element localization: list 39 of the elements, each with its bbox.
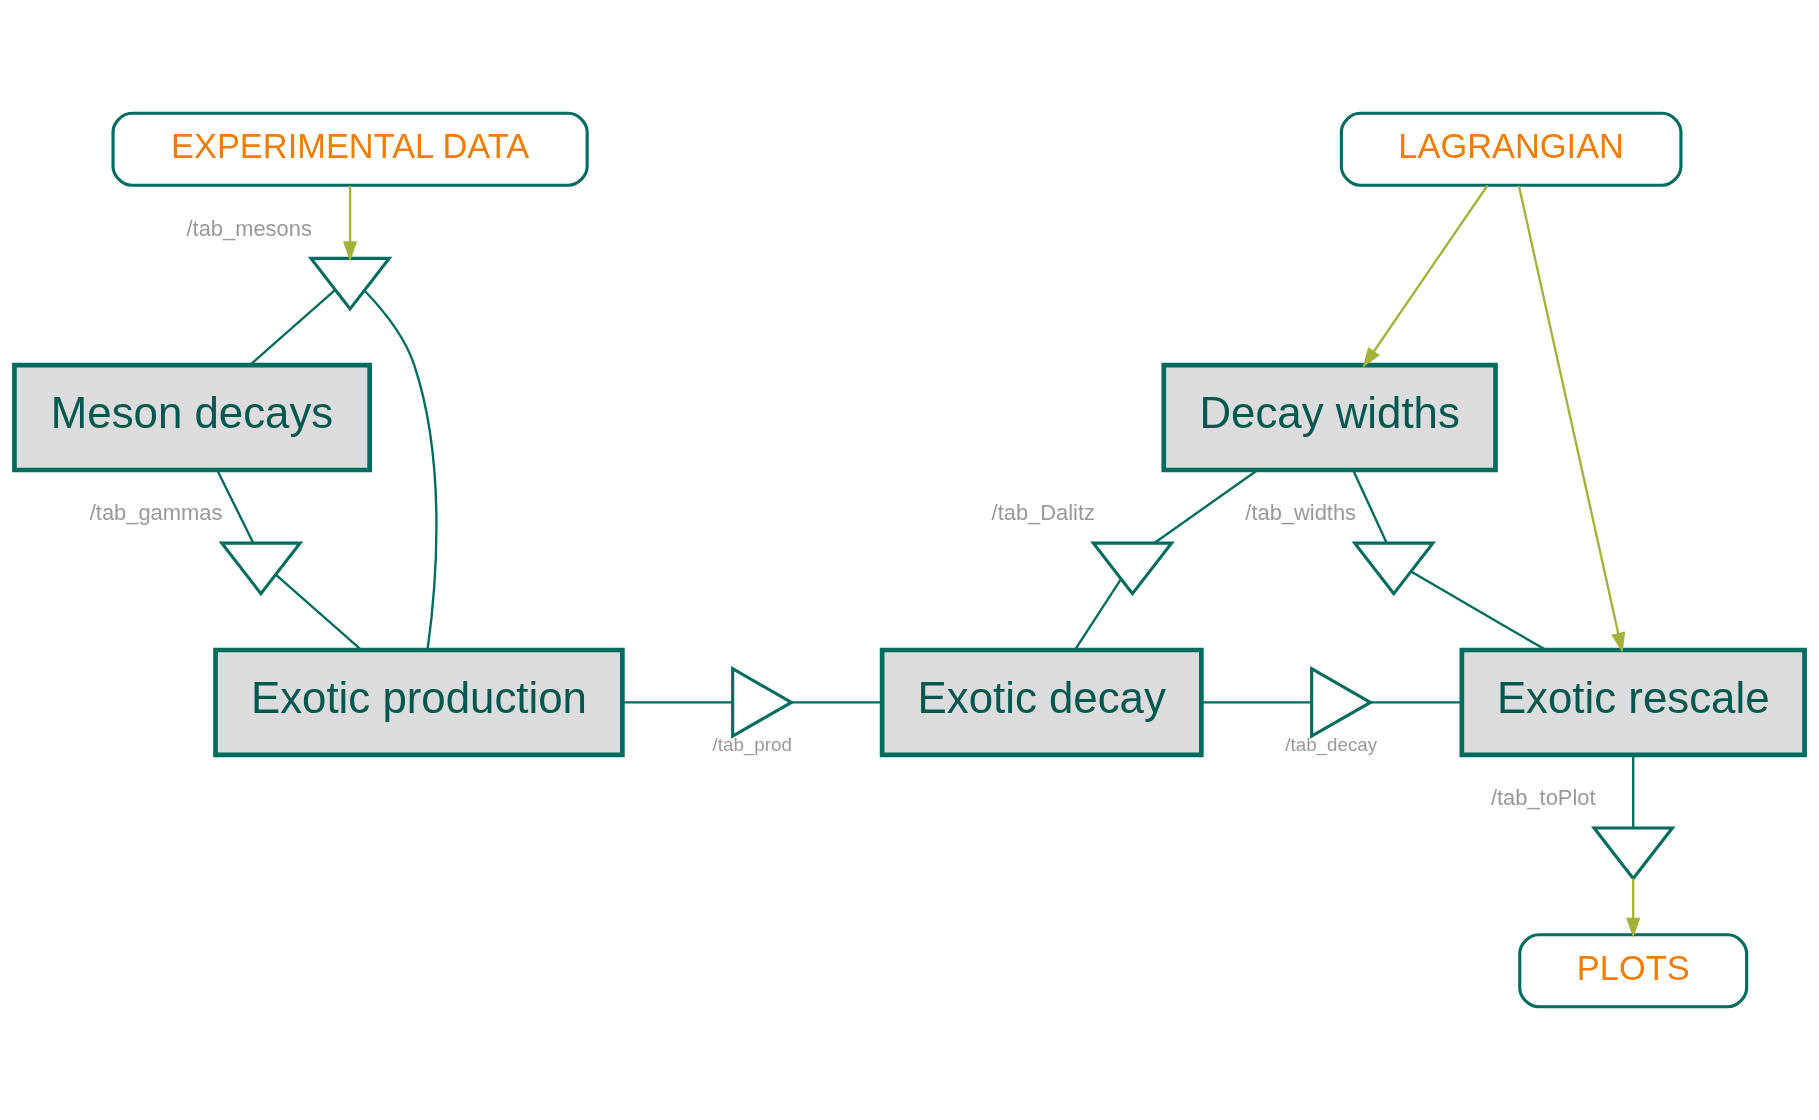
node-box: Meson decays — [12, 362, 372, 473]
connector — [622, 701, 733, 704]
node-triangle — [218, 541, 304, 597]
node-label: /tab_prod — [712, 734, 792, 756]
node-label: /tab_Dalitz — [991, 500, 1096, 526]
connector — [1153, 469, 1259, 544]
node-label: /tab_mesons — [186, 215, 312, 241]
node-triangle — [307, 256, 393, 312]
node-triangle — [1351, 541, 1437, 597]
node-label: /tab_gammas — [89, 500, 223, 526]
node-triangle — [731, 666, 795, 739]
node-box: Exotic decay — [879, 647, 1204, 758]
node-label: /tab_toPlot — [1490, 785, 1596, 811]
node-label: /tab_widths — [1245, 500, 1357, 526]
arrow — [1626, 878, 1641, 939]
connector — [1074, 578, 1122, 651]
connector — [363, 290, 438, 650]
connector — [1632, 755, 1635, 828]
node-triangle — [1090, 541, 1175, 597]
node-box: LAGRANGIAN — [1339, 111, 1683, 187]
connector — [249, 289, 336, 366]
node-box: EXPERIMENTAL DATA — [111, 111, 589, 187]
node-box: Exotic rescale — [1459, 647, 1807, 758]
connector — [1410, 570, 1547, 651]
node-triangle — [1310, 666, 1374, 739]
connector — [216, 469, 255, 544]
arrow — [342, 185, 358, 262]
node-box: Exotic production — [213, 647, 625, 758]
arrow — [1517, 185, 1626, 654]
node-box: PLOTS — [1518, 933, 1749, 1009]
arrow — [1362, 184, 1489, 368]
node-triangle — [1590, 826, 1676, 881]
node-box: Decay widths — [1161, 362, 1498, 473]
connector — [791, 701, 883, 704]
node-label: /tab_decay — [1285, 734, 1378, 756]
connector — [1201, 701, 1312, 704]
connector — [1370, 701, 1462, 704]
connector — [1352, 469, 1388, 544]
connector — [275, 574, 362, 651]
